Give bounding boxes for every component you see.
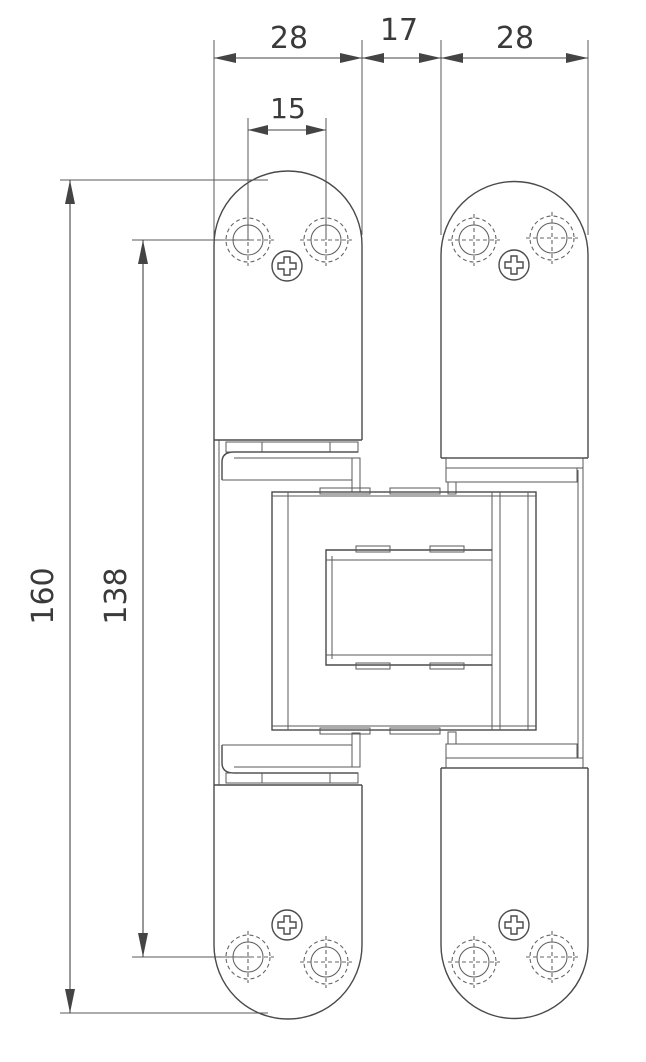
hole-centers-height-dimension-group: 138 bbox=[99, 239, 250, 958]
mounting-hole-icon bbox=[299, 935, 353, 989]
right-hinge-leaf bbox=[440, 180, 589, 1020]
mounting-hole-icon bbox=[525, 930, 579, 984]
dimension-overall-height: 160 bbox=[26, 567, 61, 624]
dimension-top-gap: 17 bbox=[380, 13, 418, 48]
top-dimension-group: 28 17 28 bbox=[213, 13, 589, 245]
phillips-screw-icon bbox=[498, 909, 530, 941]
hinge-arm-mechanism bbox=[271, 487, 537, 735]
mounting-hole-icon bbox=[525, 211, 579, 265]
dimension-hole-spacing: 15 bbox=[270, 92, 306, 125]
dimension-top-right-width: 28 bbox=[496, 21, 534, 56]
hole-spacing-dimension-group: 15 bbox=[247, 92, 327, 240]
phillips-screw-icon bbox=[271, 909, 303, 941]
mounting-hole-icon bbox=[447, 213, 501, 267]
dimension-top-left-width: 28 bbox=[270, 21, 308, 56]
phillips-screw-icon bbox=[271, 250, 303, 282]
left-hinge-leaf bbox=[213, 170, 363, 1020]
mounting-hole-icon bbox=[447, 935, 501, 989]
dimension-hole-centers-height: 138 bbox=[99, 567, 134, 624]
phillips-screw-icon bbox=[498, 249, 530, 281]
overall-height-dimension-group: 160 bbox=[26, 179, 268, 1014]
